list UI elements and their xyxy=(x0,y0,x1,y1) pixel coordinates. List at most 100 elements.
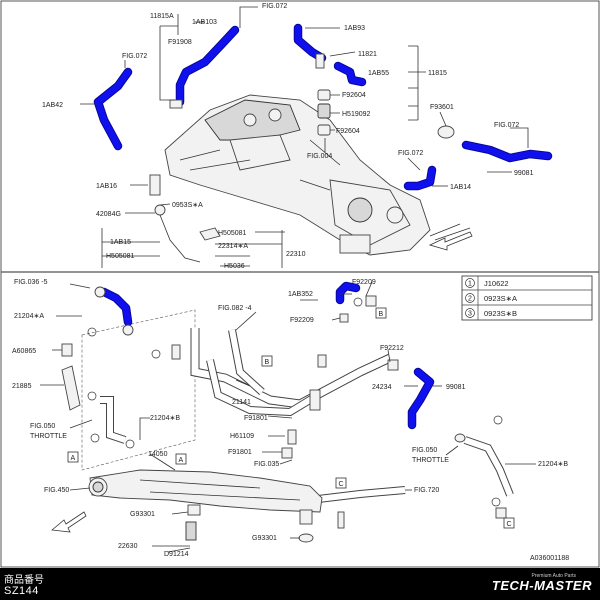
label-1ab55: 1AB55 xyxy=(368,70,389,77)
label-1ab352: 1AB352 xyxy=(288,291,313,298)
label-throttle-a: THROTTLE xyxy=(30,433,67,440)
label-22314: 22314∗A xyxy=(218,243,248,250)
label-fig082-4: FIG.082 -4 xyxy=(218,305,252,312)
brand-name: ECH-MASTER xyxy=(500,578,592,593)
hose-1ab14 xyxy=(403,165,437,191)
label-1ab93: 1AB93 xyxy=(344,25,365,32)
ref-box-c2: C xyxy=(507,521,512,528)
label-21204a: 21204∗A xyxy=(14,313,44,320)
hose-99081-top xyxy=(461,140,553,163)
diagram-frame xyxy=(0,0,600,568)
legend-table: 1 2 3 J10622 0923S∗A 0923S∗B xyxy=(461,275,593,321)
product-number-label: 商品番号 xyxy=(4,575,44,586)
hose-1ab42 xyxy=(93,67,133,151)
label-h505081-b: H505081 xyxy=(106,253,135,260)
top-leader-lines xyxy=(80,6,529,268)
reference-boxes: A A B B C C xyxy=(67,307,515,529)
label-fig072-b: FIG.072 xyxy=(122,53,147,60)
legend-code-1: J10622 xyxy=(484,279,509,288)
intake-manifold xyxy=(164,94,431,256)
label-f91801-b: F91801 xyxy=(228,449,252,456)
label-99081-b: 99081 xyxy=(446,384,466,391)
label-11815: 11815 xyxy=(428,70,447,77)
label-22630: 22630 xyxy=(118,543,138,550)
label-fig004: FIG.004 xyxy=(307,153,332,160)
diagram-id: A036001188 xyxy=(530,555,569,562)
legend-num-3: 3 xyxy=(468,311,472,318)
label-fig072-a: FIG.072 xyxy=(262,3,287,10)
hose-1ab103 xyxy=(175,25,240,107)
label-fig050-a: FIG.050 xyxy=(30,423,55,430)
label-throttle-b: THROTTLE xyxy=(412,457,449,464)
ref-box-a: A xyxy=(71,455,76,462)
label-h519092: H519092 xyxy=(342,111,371,118)
label-1ab15: 1AB15 xyxy=(110,239,131,246)
top-part-labels: 11815A 1AB103 FIG.072 F91908 FIG.072 1AB… xyxy=(42,3,534,270)
footer-bar xyxy=(0,568,600,600)
group-outline xyxy=(81,309,196,471)
front-arrow-top xyxy=(428,231,473,251)
bottom-leader-lines xyxy=(40,281,536,553)
label-99081: 99081 xyxy=(514,170,534,177)
top-fittings xyxy=(149,53,471,263)
label-fig072-c: FIG.072 xyxy=(494,122,519,129)
label-11815a: 11815A xyxy=(150,13,174,20)
legend-num-2: 2 xyxy=(468,296,472,303)
brand-prefix: T xyxy=(491,578,501,593)
label-f91801-a: F91801 xyxy=(244,415,268,422)
label-1ab42: 1AB42 xyxy=(42,102,63,109)
hose-99081-bottom xyxy=(407,367,435,430)
coolant-housing-14050 xyxy=(88,469,345,543)
label-f93601: F93601 xyxy=(430,104,454,111)
ref-box-a2: A xyxy=(179,457,184,464)
label-h5036: H5036 xyxy=(224,263,245,270)
label-a60865: A60865 xyxy=(12,348,36,355)
brand-logo: TECH-MASTER xyxy=(492,578,592,593)
label-21204b-b: 21204∗B xyxy=(538,461,568,468)
label-f92604-a: F92604 xyxy=(342,92,366,99)
hose-1ab352 xyxy=(335,281,361,305)
label-14050: 14050 xyxy=(148,451,168,458)
label-24234: 24234 xyxy=(372,384,392,391)
label-g93301-b: G93301 xyxy=(252,535,277,542)
hose-1ab55 xyxy=(333,61,367,87)
label-1ab14: 1AB14 xyxy=(450,184,471,191)
label-h61109: H61109 xyxy=(230,433,254,440)
legend-num-1: 1 xyxy=(468,281,472,288)
bottom-part-labels: FIG.036 -5 21204∗A A60865 21885 FIG.050 … xyxy=(12,279,569,562)
label-fig072-d: FIG.072 xyxy=(398,150,423,157)
label-42084g: 42084G xyxy=(96,211,121,218)
label-f92604-b: F92604 xyxy=(336,128,360,135)
label-11821: 11821 xyxy=(358,51,377,58)
legend-code-2: 0923S∗A xyxy=(484,294,517,303)
label-1ab103: 1AB103 xyxy=(192,19,217,26)
label-g93301-a: G93301 xyxy=(130,511,155,518)
label-fig035: FIG.035 xyxy=(254,461,279,468)
label-f91908: F91908 xyxy=(168,39,192,46)
legend-code-3: 0923S∗B xyxy=(484,309,517,318)
label-f92212: F92212 xyxy=(380,345,404,352)
label-1ab16: 1AB16 xyxy=(96,183,117,190)
ref-box-b2: B xyxy=(379,311,384,318)
label-f92209-b: F92209 xyxy=(290,317,314,324)
product-code: SZ144 xyxy=(4,585,39,597)
coolant-pipes xyxy=(100,328,514,504)
label-f92209-a: F92209 xyxy=(352,279,376,286)
label-21204b-a: 21204∗B xyxy=(150,415,180,422)
label-fig050-b: FIG.050 xyxy=(412,447,437,454)
label-d91214: D91214 xyxy=(164,551,189,558)
brand-tagline: Premium Auto Parts xyxy=(531,573,576,579)
front-arrow-bottom xyxy=(51,511,87,533)
ref-box-c: C xyxy=(339,481,344,488)
label-fig720: FIG.720 xyxy=(414,487,439,494)
hose-21204a xyxy=(99,287,133,327)
label-21141: 21141 xyxy=(232,399,251,406)
label-fig450: FIG.450 xyxy=(44,487,69,494)
label-22310: 22310 xyxy=(286,251,306,258)
label-h505081-a: H505081 xyxy=(218,230,247,237)
bottom-fittings xyxy=(61,286,507,519)
label-fig036-5: FIG.036 -5 xyxy=(14,279,48,286)
hose-1ab93 xyxy=(293,23,327,63)
label-21885: 21885 xyxy=(12,383,32,390)
